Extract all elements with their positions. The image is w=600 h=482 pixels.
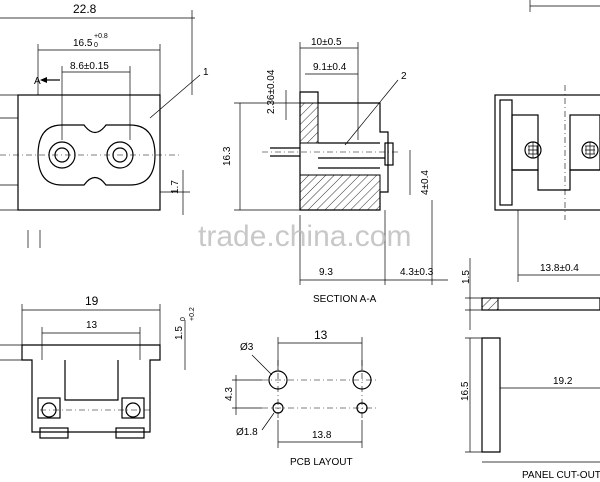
dim-16-3: 16.3	[222, 146, 233, 166]
callout-2: 2	[401, 71, 407, 82]
dim-2-36: 2.36±0.04	[266, 69, 277, 114]
dim-8-6: 8.6±0.15	[70, 61, 109, 72]
section-view: 10±0.5 9.1±0.4 2.36±0.04 16.3 2 4±0.4	[222, 37, 448, 305]
dim-1-5-right: 1.5	[461, 270, 472, 284]
dim-19-2: 19.2	[553, 376, 573, 387]
section-marker-a: A	[34, 76, 41, 87]
panel-cutout: 16.5 19.2 PANEL CUT-OUT	[460, 337, 600, 481]
dim-19: 19	[85, 294, 99, 308]
dim-13-8-pcb: 13.8	[312, 430, 332, 441]
dim-9-3: 9.3	[319, 267, 333, 278]
svg-text:0: 0	[94, 42, 98, 49]
dim-10: 10±0.5	[311, 37, 342, 48]
pcb-layout: 13 Ø3 4.3 Ø1.8 13.8 PCB LAYOUT	[224, 328, 378, 468]
svg-text:+0.2: +0.2	[189, 307, 196, 321]
callout-1: 1	[203, 67, 209, 78]
dim-1-5-bottom: 1.5	[174, 326, 185, 340]
dim-22-8: 22.8	[73, 2, 97, 16]
dim-4: 4±0.4	[420, 170, 431, 195]
dim-13-bottom: 13	[86, 320, 98, 331]
dim-1-7: 1.7	[170, 180, 181, 194]
dim-13-8: 13.8±0.4	[540, 263, 579, 274]
dim-13-pcb: 13	[314, 328, 328, 342]
dim-16-5: 16.5	[73, 38, 93, 49]
dim-4-3-pcb: 4.3	[224, 387, 235, 401]
dim-d1-8: Ø1.8	[236, 427, 258, 438]
panel-caption: PANEL CUT-OUT	[522, 470, 600, 481]
section-caption: SECTION A-A	[313, 294, 377, 305]
svg-text:+0.8: +0.8	[94, 33, 108, 40]
watermark: trade.china.com	[198, 220, 411, 253]
dim-d3: Ø3	[240, 342, 254, 353]
dim-16-5-panel: 16.5	[460, 381, 471, 401]
dim-9-1: 9.1±0.4	[313, 62, 347, 73]
pcb-caption: PCB LAYOUT	[290, 457, 353, 468]
dim-4-3: 4.3±0.3	[400, 267, 434, 278]
bottom-view: 19 13 1.5 +0.2 0	[0, 294, 196, 439]
front-view: 22.8 16.5 +0.8 0 8.6±0.15 A 1	[0, 2, 209, 248]
side-view: 13.8±0.4 1.5	[461, 0, 600, 330]
svg-text:0: 0	[180, 317, 187, 321]
